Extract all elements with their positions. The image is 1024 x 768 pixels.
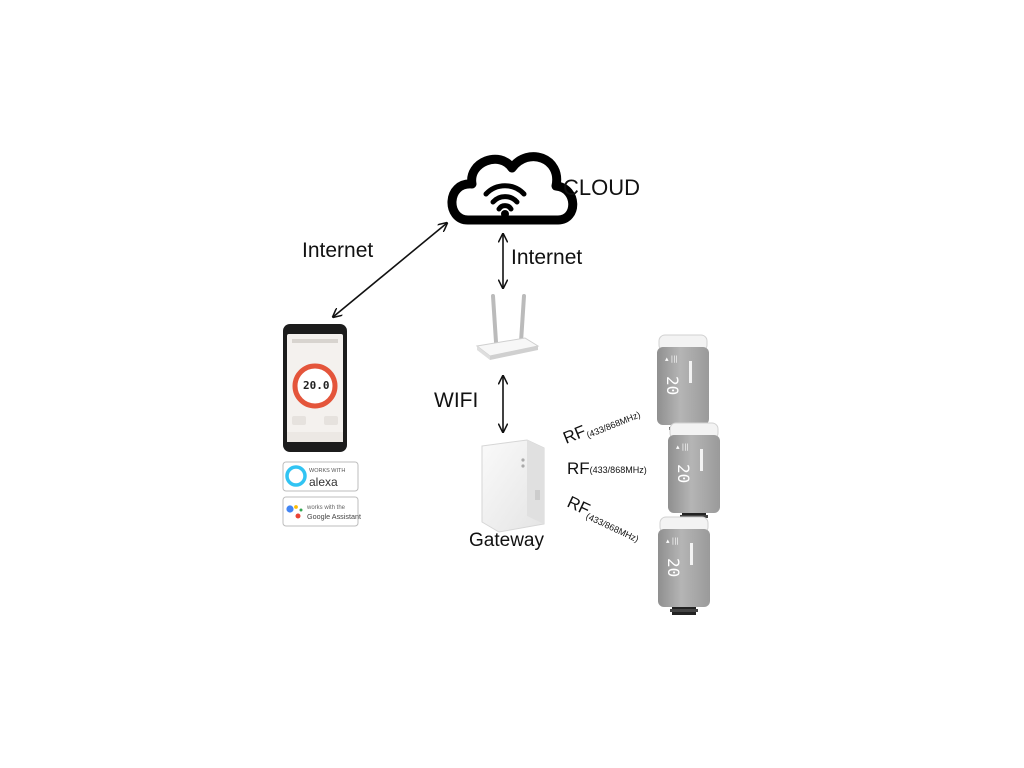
thermostat-dial-icon: [292, 363, 338, 409]
rf-label-2: RF(433/868MHz): [567, 459, 647, 478]
google-badge-top: works with the: [306, 505, 346, 511]
rf-label-3: RF(433/868MHz): [564, 492, 645, 544]
phone-temperature: 20.0: [303, 379, 330, 392]
router-icon: [475, 294, 540, 360]
rf-label-3-band: (433/868MHz): [584, 511, 640, 544]
alexa-badge-brand: alexa: [309, 475, 338, 489]
svg-text:RF(433/868MHz): RF(433/868MHz): [560, 400, 641, 448]
cloud-label: CLOUD: [563, 175, 640, 200]
google-badge-brand: Google Assistant: [307, 512, 361, 521]
google-assistant-dots-icon: [286, 505, 303, 519]
internet-label-right: Internet: [511, 246, 582, 269]
gateway-label: Gateway: [469, 530, 544, 551]
smartphone: 20.0: [283, 324, 347, 452]
wifi-icon: [483, 183, 527, 218]
radiator-valve-1-icon: [656, 334, 710, 434]
wifi-label: WIFI: [434, 389, 478, 412]
rf-label-1: RF(433/868MHz): [560, 400, 641, 448]
alexa-ring-icon: [285, 465, 307, 487]
works-with-google-assistant-badge: works with the Google Assistant: [282, 496, 361, 527]
svg-text:RF(433/868MHz): RF(433/868MHz): [567, 459, 647, 478]
rf-label-1-rf: RF: [560, 422, 588, 448]
alexa-badge-top: WORKS WITH: [309, 468, 345, 474]
radiator-valve-3-icon: [657, 516, 711, 616]
rf-label-2-rf: RF: [567, 459, 590, 478]
rf-label-1-band: (433/868MHz): [585, 410, 642, 441]
rf-label-2-band: (433/868MHz): [590, 465, 647, 475]
radiator-valve-2-icon: [667, 422, 721, 522]
cloud-icon: [447, 152, 578, 225]
internet-label-left: Internet: [302, 239, 373, 262]
internet-arrow-phone-cloud: [333, 223, 447, 317]
works-with-alexa-badge: WORKS WITH alexa: [282, 461, 359, 492]
svg-text:RF(433/868MHz): RF(433/868MHz): [564, 492, 645, 544]
gateway-icon: [481, 439, 545, 533]
